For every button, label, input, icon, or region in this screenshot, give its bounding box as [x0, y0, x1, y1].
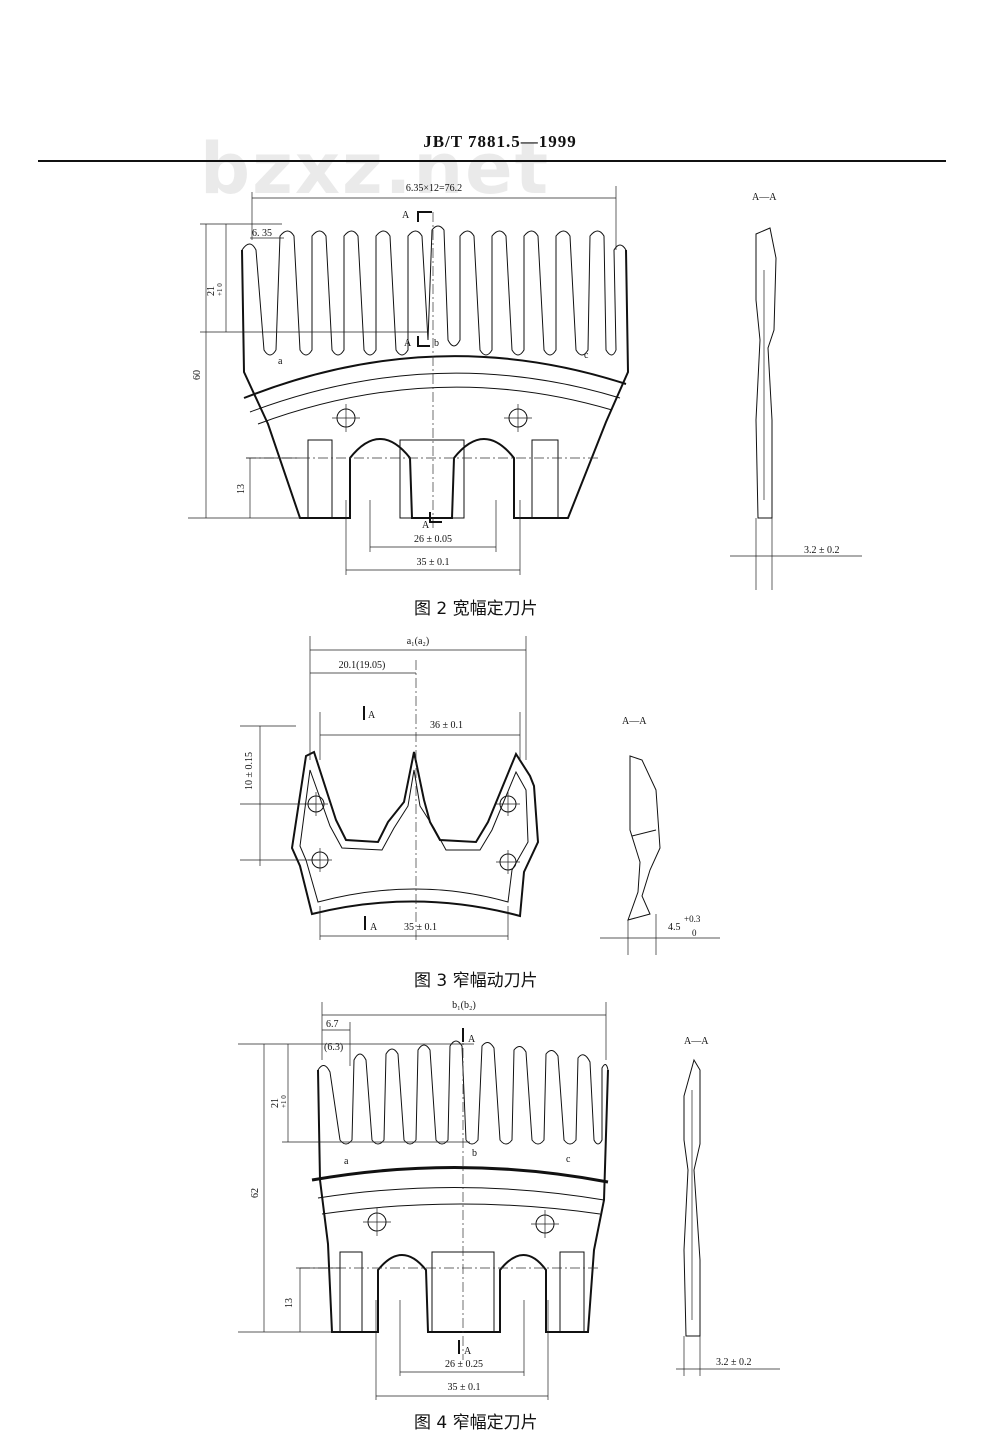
fig2-section: A—A 3.2 ± 0.2 [730, 192, 862, 590]
fig4-blade-outline [300, 1030, 609, 1360]
fig4-caption: 图 4 窄幅定刀片 [414, 1413, 538, 1433]
fig2-dimensions: 6.35×12=76.2 6. 35 21 +1 0 60 13 26 ± 0.… [188, 183, 617, 575]
fig2-dim-height: 60 [192, 370, 203, 380]
fig2-dim-tooth: 21 [206, 286, 217, 296]
fig2-teeth [241, 225, 627, 356]
fig4-mark-c: c [566, 1154, 571, 1165]
fig3-dim-hole: 10 ± 0.15 [244, 752, 255, 790]
fig3-dim-teeth: 36 ± 0.1 [430, 720, 463, 731]
fig2-caption: 图 2 宽幅定刀片 [414, 599, 538, 619]
fig2-dim-tooth-tol: +1 0 [216, 283, 224, 296]
fig3-dim-width: a₁(a₂) [407, 636, 430, 647]
fig3-section-label: A—A [622, 716, 647, 727]
fig4-section-label: A—A [684, 1036, 709, 1047]
fig4-dimensions: b₁(b₂) 6.7 (6.3) 21 +1 0 62 13 26 ± 0.25… [238, 1000, 607, 1400]
fig3-blade-outline [290, 660, 540, 940]
fig3-mark-A-bottom: A [370, 922, 378, 933]
fig2-section-label: A—A [752, 192, 777, 203]
fig3-dimensions: a₁(a₂) 20.1(19.05) 36 ± 0.1 A 10 ± 0.15 … [240, 636, 527, 940]
fig3-section: A—A 4.5 +0.3 0 [600, 716, 720, 955]
fig3-thickness: 4.5 [668, 922, 681, 933]
fig2-dim-pitch: 6. 35 [252, 228, 272, 239]
fig4-mark-a: a [344, 1156, 349, 1167]
fig2-dim-pitch-total: 6.35×12=76.2 [406, 183, 462, 194]
fig4-mark-b: b [472, 1148, 477, 1159]
fig2-dim-inner: 26 ± 0.05 [414, 534, 452, 545]
fig2-dim-slot: 13 [236, 484, 247, 494]
fig3-dim-base: 35 ± 0.1 [404, 922, 437, 933]
fig4-dim-pitch-b: (6.3) [324, 1042, 343, 1053]
fig2-mark-a: a [278, 356, 283, 367]
fig4-dim-pitch-a: 6.7 [326, 1019, 339, 1030]
fig4-thickness: 3.2 ± 0.2 [716, 1357, 752, 1368]
fig4-section: A—A 3.2 ± 0.2 [676, 1036, 780, 1376]
fig4-mark-A-bottom: A [464, 1346, 472, 1357]
fig2-mark-b: b [434, 338, 439, 349]
standard-header: JB/T 7881.5—1999 [423, 132, 577, 151]
fig4-dim-width: b₁(b₂) [452, 1000, 476, 1011]
fig2-thickness: 3.2 ± 0.2 [804, 545, 840, 556]
fig4-teeth [317, 1040, 609, 1145]
fig4-dim-height: 62 [250, 1188, 261, 1198]
fig2-blade-outline [241, 212, 630, 530]
fig4-dim-tooth: 21 [270, 1098, 281, 1108]
fig3-caption: 图 3 窄幅动刀片 [414, 971, 538, 991]
header-rule [38, 160, 946, 162]
fig2-mark-A-top: A [402, 210, 410, 221]
fig2-dim-outer: 35 ± 0.1 [417, 557, 450, 568]
fig3-thickness-tol-upper: +0.3 [684, 914, 701, 924]
fig3-dim-offset: 20.1(19.05) [339, 660, 386, 671]
fig2-mark-c: c [584, 350, 589, 361]
fig4-dim-tooth-tol: +1 0 [280, 1095, 288, 1108]
fig4-dim-slot: 13 [284, 1298, 295, 1308]
watermark: bzxz.net [200, 128, 551, 210]
fig2-mark-A-mid: A [404, 338, 412, 349]
fig2-mark-A-bottom: A [422, 520, 430, 531]
fig4-dim-inner: 26 ± 0.25 [445, 1359, 483, 1370]
fig3-mark-A-top: A [368, 710, 376, 721]
fig4-dim-outer: 35 ± 0.1 [448, 1382, 481, 1393]
fig4-mark-A-top: A [468, 1034, 476, 1045]
fig3-thickness-tol-lower: 0 [692, 928, 697, 938]
